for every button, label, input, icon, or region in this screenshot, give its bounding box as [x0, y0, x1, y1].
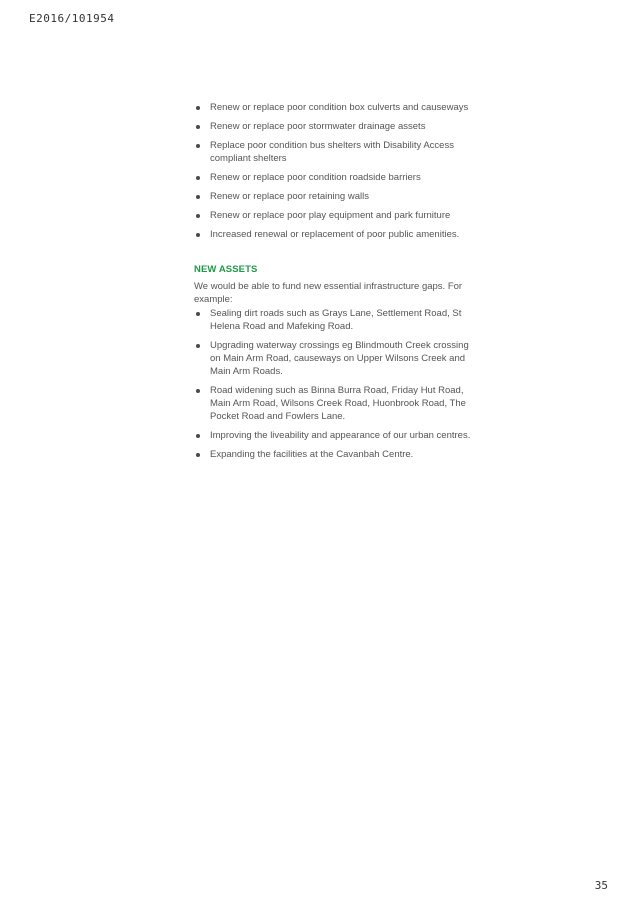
new-assets-heading: NEW ASSETS — [194, 264, 258, 275]
list-item: Increased renewal or replacement of poor… — [194, 228, 474, 241]
list-item: Sealing dirt roads such as Grays Lane, S… — [194, 307, 474, 333]
list-item: Renew or replace poor retaining walls — [194, 190, 474, 203]
list-item: Road widening such as Binna Burra Road, … — [194, 384, 474, 423]
list-item: Replace poor condition bus shelters with… — [194, 139, 474, 165]
list-item: Upgrading waterway crossings eg Blindmou… — [194, 339, 474, 378]
page-number: 35 — [594, 879, 608, 892]
list-item: Renew or replace poor play equipment and… — [194, 209, 474, 222]
list-item: Renew or replace poor stormwater drainag… — [194, 120, 474, 133]
new-assets-list: Sealing dirt roads such as Grays Lane, S… — [194, 307, 474, 461]
list-item: Renew or replace poor condition box culv… — [194, 101, 474, 114]
list-item: Improving the liveability and appearance… — [194, 429, 474, 442]
list-item: Renew or replace poor condition roadside… — [194, 171, 474, 184]
new-assets-intro: We would be able to fund new essential i… — [194, 281, 463, 305]
list-item: Expanding the facilities at the Cavanbah… — [194, 448, 474, 461]
document-reference: E2016/101954 — [29, 12, 115, 25]
page-content: Renew or replace poor condition box culv… — [194, 101, 474, 467]
renewals-list: Renew or replace poor condition box culv… — [194, 101, 474, 241]
